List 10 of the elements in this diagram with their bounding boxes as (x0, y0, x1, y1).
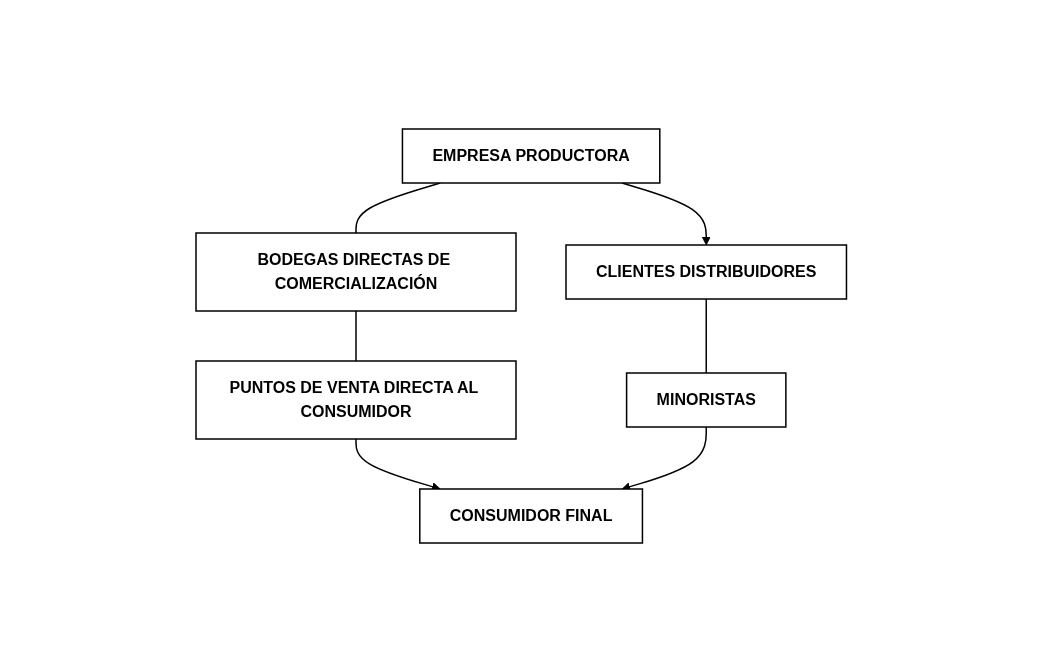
node-box: EMPRESA PRODUCTORA (401, 128, 661, 184)
arrow (355, 438, 441, 491)
node-box: BODEGAS DIRECTAS DE COMERCIALIZACIÓN (195, 232, 517, 312)
connector (705, 298, 707, 374)
connector (355, 310, 357, 362)
node-box: CLIENTES DISTRIBUIDORES (565, 244, 847, 300)
arrow (621, 426, 707, 491)
node-box: PUNTOS DE VENTA DIRECTA AL CONSUMIDOR (195, 360, 517, 440)
node-box: CONSUMIDOR FINAL (418, 488, 643, 544)
node-box: MINORISTAS (625, 372, 787, 428)
